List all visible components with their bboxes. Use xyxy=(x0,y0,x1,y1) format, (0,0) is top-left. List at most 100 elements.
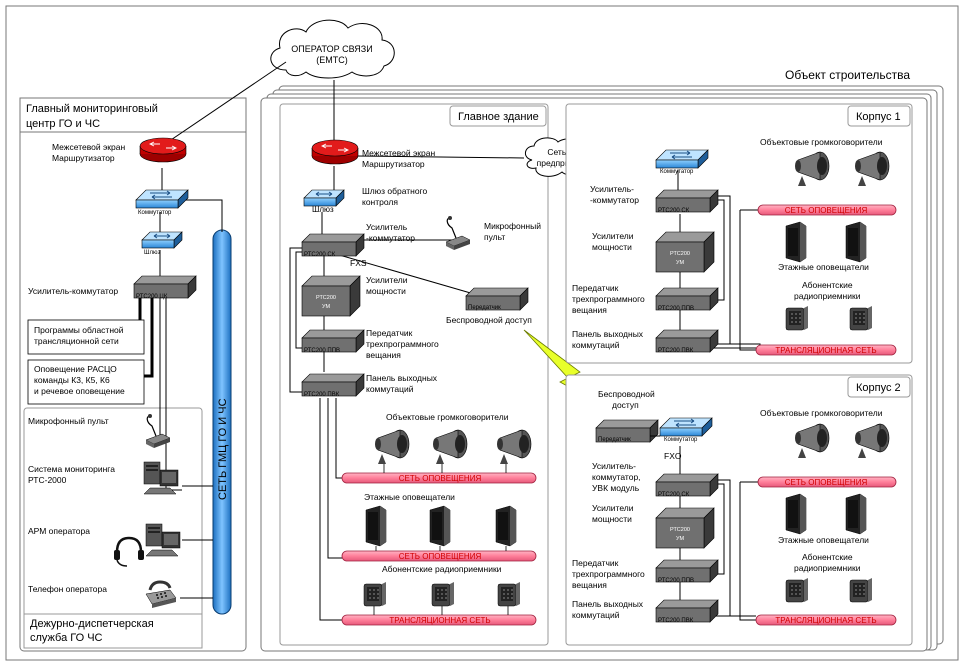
radio-receiver-icon xyxy=(497,581,521,607)
k1-pow-line1: Усилители xyxy=(592,231,634,241)
k2-net-trans-label: ТРАНСЛЯЦИОННАЯ СЕТЬ xyxy=(775,616,876,625)
radio-receiver-icon xyxy=(363,581,387,607)
main-spk-label: Объектовые громкоговорители xyxy=(386,412,509,422)
k2-alert-network-bar xyxy=(757,476,897,488)
main-net-alert2-label: СЕТЬ ОПОВЕЩЕНИЯ xyxy=(399,552,482,561)
main-floor-label: Этажные оповещатели xyxy=(364,492,455,502)
alert-line3: и речевое оповещение xyxy=(34,386,125,396)
monitoring-line2: РТС-2000 xyxy=(28,475,67,485)
k1-switch-label: Коммутатор xyxy=(660,169,694,175)
main-gw-line2: контроля xyxy=(362,197,398,207)
wall-speaker-icon xyxy=(785,221,807,263)
building-2: Корпус 2 Беспроводной доступ Передатчик … xyxy=(565,374,913,646)
k1-floor-label: Этажные оповещатели xyxy=(778,262,869,272)
k2-net-alert-label: СЕТЬ ОПОВЕЩЕНИЯ xyxy=(785,478,868,487)
left-panel: Главный мониторинговый центр ГО и ЧС Деж… xyxy=(19,61,287,652)
k2-switch-icon xyxy=(659,417,713,437)
main-mic-line1: Микрофонный xyxy=(484,221,541,231)
k1-amp-line2: -коммутатор xyxy=(590,195,639,205)
building-1: Корпус 1 Коммутатор Объектовые громкогов… xyxy=(565,103,913,364)
k2-tr-line3: вещания xyxy=(572,580,607,590)
main-pow-device-line2: УМ xyxy=(322,304,330,310)
firewall-label-line1: Межсетевой экран xyxy=(52,142,125,152)
k2-title: Корпус 2 xyxy=(856,382,901,394)
k1-pow-device-line2: УМ xyxy=(676,260,684,266)
main-pan-line1: Панель выходных xyxy=(366,373,438,383)
wall-speaker-icon xyxy=(785,493,807,535)
main-net-alert-label: СЕТЬ ОПОВЕЩЕНИЯ xyxy=(399,474,482,483)
main-tx-device-label: Передатчик xyxy=(468,305,501,311)
main-trans-network-bar xyxy=(341,614,537,626)
wall-speaker-icon xyxy=(429,505,451,547)
main-amp-line1: Усилитель xyxy=(366,222,408,232)
main-building: Главное здание Сеть IP предприятия Межсе… xyxy=(279,80,656,646)
k2-tr-line2: трехпрограммного xyxy=(572,569,645,579)
gmc-network-label: СЕТЬ ГМЦ ГО И ЧС xyxy=(217,398,229,500)
main-fw-line2: Маршрутизатор xyxy=(362,159,425,169)
phone-label: Телефон оператора xyxy=(28,584,107,594)
k1-trans-network-bar xyxy=(755,344,897,356)
main-alert-network-bar xyxy=(341,472,537,484)
k2-amp-line1: Усилитель- xyxy=(592,461,636,471)
main-fw-line1: Межсетевой экран xyxy=(362,148,435,158)
object-title: Объект строительства xyxy=(785,68,910,82)
main-pan-device-label: РТС200 ПВК xyxy=(304,392,340,398)
main-tr-line2: трехпрограммного xyxy=(366,339,439,349)
k1-recv-line1: Абонентские xyxy=(802,280,853,290)
k2-pow-device-line1: РТС200 xyxy=(670,527,690,533)
switch-label: Коммутатор xyxy=(138,210,172,216)
radio-receiver-icon xyxy=(785,305,809,331)
left-title-line1: Главный мониторинговый xyxy=(26,103,158,115)
wall-speaker-icon xyxy=(845,221,867,263)
k2-pow-line2: мощности xyxy=(592,514,632,524)
firewall-router-icon xyxy=(139,137,187,163)
k2-recv-line2: радиоприемники xyxy=(794,563,861,573)
radio-receiver-icon xyxy=(785,577,809,603)
k2-amp-line3: УВК модуль xyxy=(592,483,640,493)
main-pow-line2: мощности xyxy=(366,286,406,296)
k2-wl-line1: Беспроводной xyxy=(598,389,655,399)
k2-trans-network-bar xyxy=(755,614,897,626)
mic-console-label: Микрофонный пульт xyxy=(28,416,109,426)
k1-pow-line2: мощности xyxy=(592,242,632,252)
k2-pan-line1: Панель выходных xyxy=(572,599,644,609)
k1-pow-device-line1: РТС200 xyxy=(670,251,690,257)
main-gateway-icon xyxy=(303,189,345,207)
left-title-line2: центр ГО и ЧС xyxy=(26,118,100,130)
k2-spk-label: Объектовые громкоговорители xyxy=(760,408,883,418)
main-title: Главное здание xyxy=(458,111,539,123)
gateway-label: Шлюз xyxy=(144,250,161,256)
k2-amp-device-label: РТС200 СК xyxy=(658,492,690,498)
k2-pan-device-label: РТС200 ПВК xyxy=(658,618,694,624)
operator-subtitle: (ЕМТС) xyxy=(316,55,348,65)
main-tr-line3: вещания xyxy=(366,350,401,360)
k1-amp-line1: Усилитель- xyxy=(590,184,634,194)
operator-cloud: ОПЕРАТОР СВЯЗИ (ЕМТС) xyxy=(270,19,395,79)
k1-recv-line2: радиоприемники xyxy=(794,291,861,301)
firewall-label-line2: Маршрутизатор xyxy=(52,153,115,163)
k2-tr-device-label: РТС200 ППВ xyxy=(658,578,694,584)
k2-pan-line2: коммутаций xyxy=(572,610,620,620)
k2-pow-line1: Усилители xyxy=(592,503,634,513)
programs-line2: трансляционной сети xyxy=(34,336,119,346)
main-net-trans-label: ТРАНСЛЯЦИОННАЯ СЕТЬ xyxy=(389,616,490,625)
main-gw-line1: Шлюз обратного xyxy=(362,186,427,196)
k2-amp-line2: коммутатор, xyxy=(592,472,641,482)
k2-switch-label: Коммутатор xyxy=(664,437,698,443)
k2-floor-label: Этажные оповещатели xyxy=(778,535,869,545)
arm-label: АРМ оператора xyxy=(28,526,90,536)
k1-pan-device-label: РТС200 ПВК xyxy=(658,348,694,354)
k2-tx-device-label: Передатчик xyxy=(598,437,631,443)
switch-icon xyxy=(135,189,189,209)
main-pow-line1: Усилители xyxy=(366,275,408,285)
k2-recv-line1: Абонентские xyxy=(802,552,853,562)
main-mic-line2: пульт xyxy=(484,232,505,242)
amp-device-label: РТС200 ЦК xyxy=(136,294,168,300)
main-recv-label: Абонентские радиоприемники xyxy=(382,564,502,574)
main-floor-network-bar xyxy=(341,550,537,562)
ip-net-line2: предприятия xyxy=(537,158,588,168)
k1-net-trans-label: ТРАНСЛЯЦИОННАЯ СЕТЬ xyxy=(775,346,876,355)
duty-title-line2: служба ГО ЧС xyxy=(30,632,103,644)
k1-tr-line3: вещания xyxy=(572,305,607,315)
